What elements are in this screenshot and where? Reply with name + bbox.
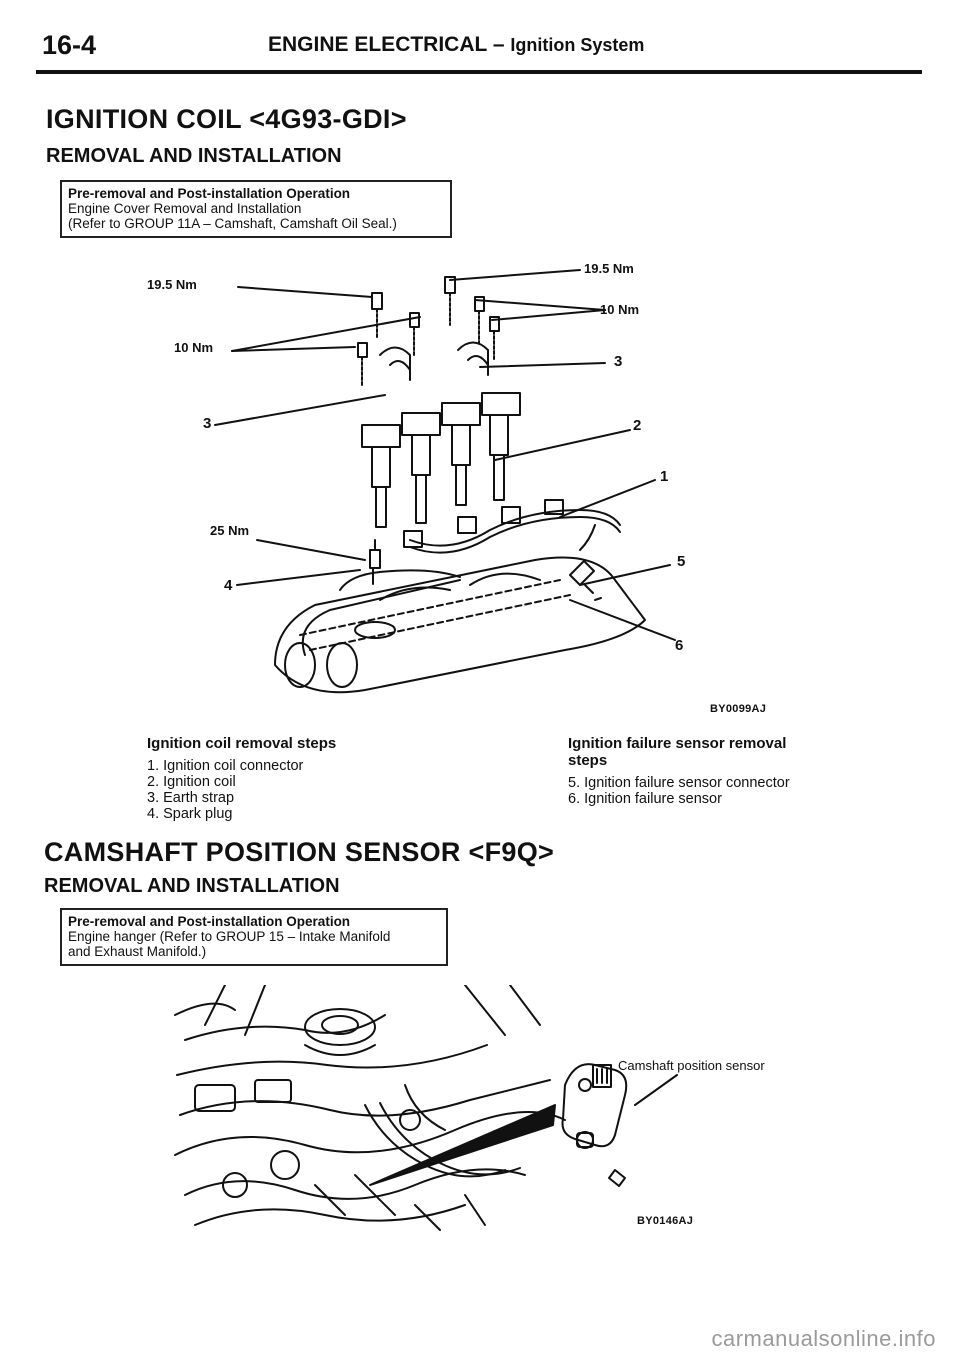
label-torque-19.5-left: 19.5 Nm	[147, 277, 197, 292]
coil-step-4: 4. Spark plug	[147, 806, 233, 822]
header-section: ENGINE ELECTRICAL	[268, 33, 487, 56]
header-separator: –	[492, 33, 505, 56]
footer-watermark: carmanualsonline.info	[711, 1326, 936, 1351]
diagram-code-by0099aj: BY0099AJ	[710, 703, 767, 715]
pre-box2-heading: Pre-removal and Post-installation Operat…	[68, 914, 351, 929]
pre-box-line2: (Refer to GROUP 11A – Camshaft, Camshaft…	[68, 216, 397, 231]
label-item-6: 6	[675, 637, 684, 654]
coil-step-2: 2. Ignition coil	[147, 774, 236, 790]
section2-subtitle: REMOVAL AND INSTALLATION	[44, 875, 340, 897]
label-item-4: 4	[224, 577, 233, 594]
callout-leader	[634, 1074, 678, 1106]
coil-steps-title: Ignition coil removal steps	[147, 735, 337, 752]
label-item-3-left: 3	[203, 415, 212, 432]
header-subsection: Ignition System	[510, 35, 645, 55]
label-torque-10-left: 10 Nm	[174, 340, 214, 355]
engine-bay-illustration	[174, 984, 678, 1231]
label-torque-25: 25 Nm	[210, 523, 250, 538]
coil-removal-steps: Ignition coil removal steps 1. Ignition …	[147, 735, 336, 822]
sensor-removal-steps: Ignition failure sensor removal steps 5.…	[568, 735, 790, 807]
coil-3	[441, 402, 481, 506]
sensor-steps-title-line2: steps	[568, 752, 608, 769]
section1-subtitle: REMOVAL AND INSTALLATION	[46, 145, 342, 167]
section2-pre-box: Pre-removal and Post-installation Operat…	[60, 908, 448, 966]
bolt-group-left	[357, 292, 420, 386]
pre-box2-line1: Engine hanger (Refer to GROUP 15 – Intak…	[68, 929, 391, 944]
label-item-5: 5	[677, 553, 686, 570]
label-item-2: 2	[633, 417, 642, 434]
bolt-group-right	[444, 276, 500, 360]
header-rule	[36, 70, 922, 74]
ignition-coil-illustration	[214, 269, 676, 694]
coil-4	[481, 392, 521, 501]
diagram-code-by0146aj: BY0146AJ	[637, 1215, 694, 1227]
page-number: 16-4	[42, 30, 97, 60]
pre-box-line1: Engine Cover Removal and Installation	[68, 201, 302, 216]
coil-steps-list: 1. Ignition coil connector 2. Ignition c…	[147, 758, 336, 822]
camshaft-sensor-part	[561, 1063, 628, 1149]
callout-camshaft-position-sensor: Camshaft position sensor	[618, 1058, 765, 1073]
section1-title: IGNITION COIL <4G93-GDI>	[46, 104, 407, 134]
sensor-steps-list: 5. Ignition failure sensor connector 6. …	[568, 775, 790, 807]
label-item-1: 1	[660, 468, 669, 485]
sensor-step-6: 6. Ignition failure sensor	[568, 791, 722, 807]
pre-box-heading: Pre-removal and Post-installation Operat…	[68, 186, 351, 201]
camshaft-sensor-diagram: Camshaft position sensor BY0146AJ	[165, 984, 845, 1235]
header-title: ENGINE ELECTRICAL – Ignition System	[268, 33, 644, 57]
label-torque-19.5-right: 19.5 Nm	[584, 261, 634, 276]
sensor-bolt	[608, 1169, 626, 1187]
coil-2	[401, 412, 441, 524]
pre-box2-line2: and Exhaust Manifold.)	[68, 944, 207, 959]
coil-step-3: 3. Earth strap	[147, 790, 235, 806]
label-item-3-right: 3	[614, 353, 623, 370]
ignition-coil-diagram: 19.5 Nm 10 Nm 3 25 Nm 4 19.5 Nm 10 Nm 3 …	[140, 255, 780, 725]
label-torque-10-right: 10 Nm	[600, 302, 640, 317]
location-pointer	[369, 1104, 556, 1186]
coil-step-1: 1. Ignition coil connector	[147, 758, 304, 774]
section2-title: CAMSHAFT POSITION SENSOR <F9Q>	[44, 837, 555, 867]
sensor-step-5: 5. Ignition failure sensor connector	[568, 775, 790, 791]
sensor-steps-title-line1: Ignition failure sensor removal	[568, 735, 787, 752]
section1-pre-box: Pre-removal and Post-installation Operat…	[60, 180, 452, 238]
coil-1	[361, 424, 401, 528]
